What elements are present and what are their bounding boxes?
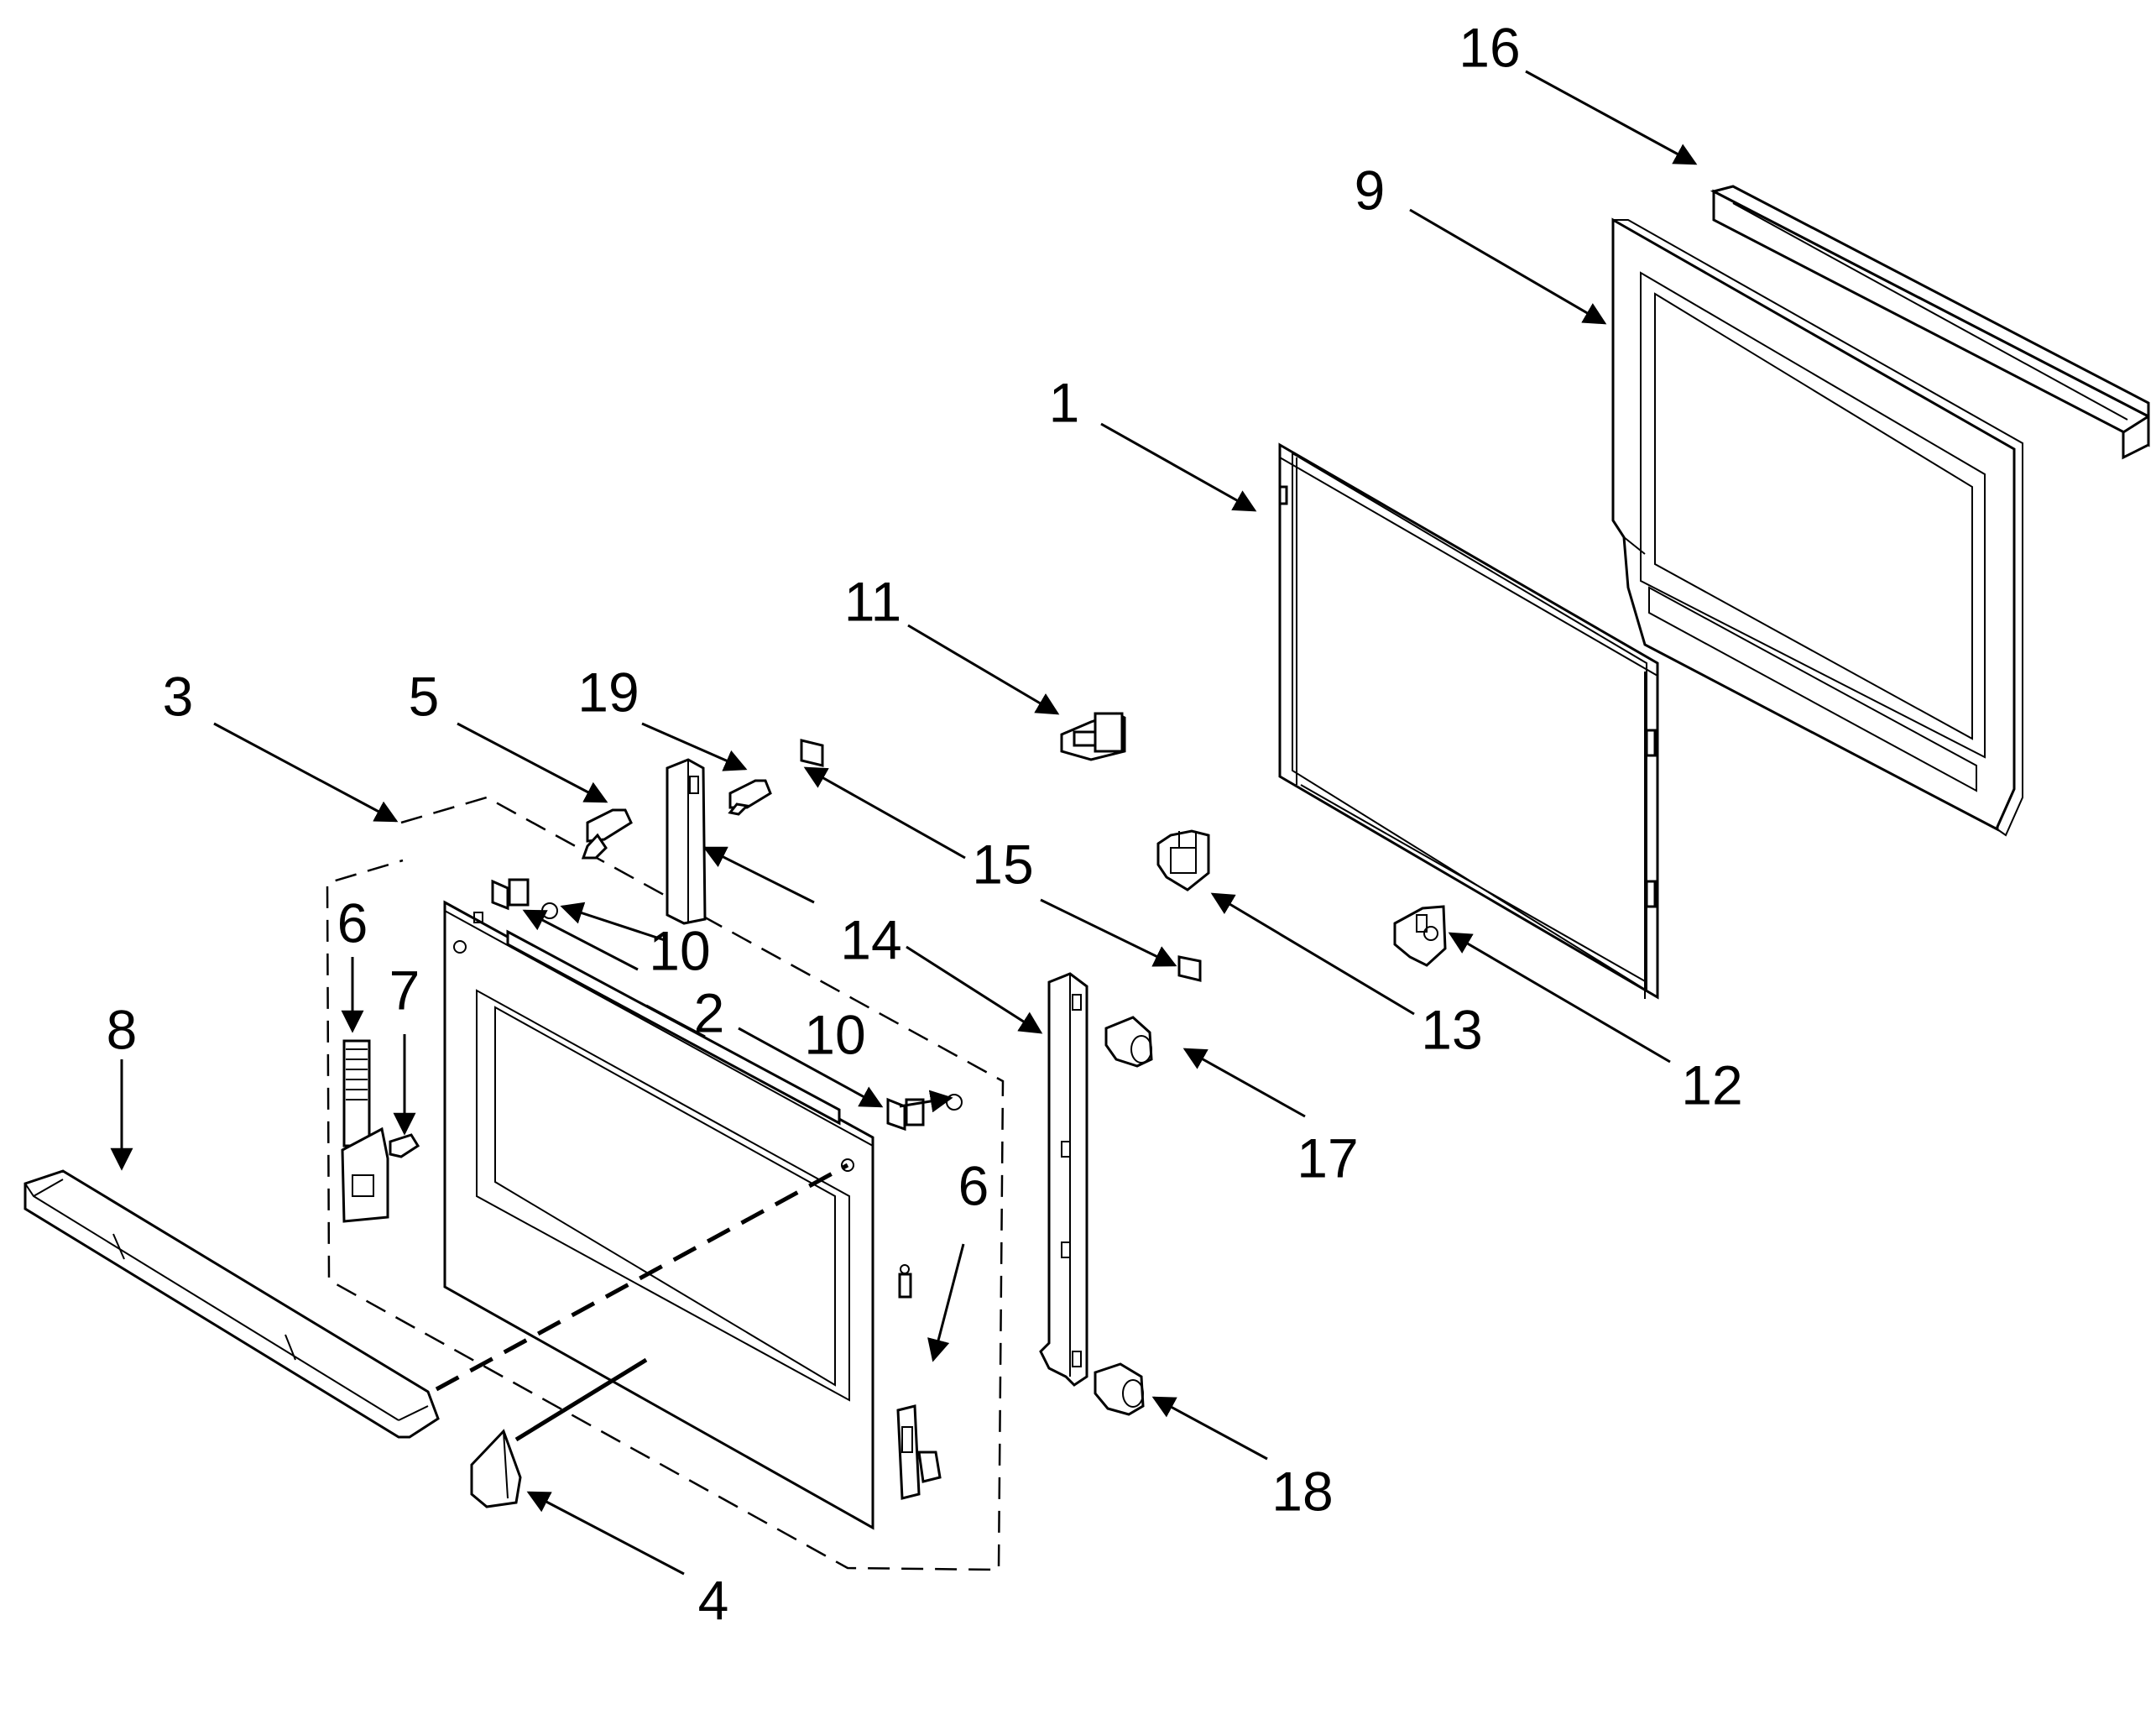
part-2-outer-door xyxy=(443,900,874,1530)
part-13-bracket xyxy=(1156,829,1210,891)
part-6-hinge-right xyxy=(896,1404,942,1500)
callout-14: 14 xyxy=(840,908,901,970)
callout-6-left: 6 xyxy=(337,891,368,954)
part-4-clip xyxy=(470,1429,522,1508)
leader-arrows xyxy=(110,70,1698,1576)
part-19-screw xyxy=(728,779,772,816)
callout-6-right: 6 xyxy=(958,1154,989,1216)
callout-17: 17 xyxy=(1297,1126,1358,1189)
part-14-channel-right xyxy=(1039,972,1088,1387)
part-15-pads xyxy=(800,739,1202,982)
callout-2: 2 xyxy=(694,981,725,1043)
part-7-screw xyxy=(389,1133,420,1158)
part-16-top-trim xyxy=(1710,185,2150,460)
callout-4: 4 xyxy=(698,1569,729,1631)
part-9-inner-panel xyxy=(1611,217,2023,837)
callout-15: 15 xyxy=(972,833,1033,895)
part-17-screw xyxy=(1104,1016,1153,1068)
callout-10-left: 10 xyxy=(649,919,710,981)
part-11-bracket xyxy=(1060,712,1126,761)
callout-1: 1 xyxy=(1049,371,1080,433)
assembly-guides xyxy=(435,784,1647,1442)
callout-7: 7 xyxy=(389,959,420,1021)
part-18-screw xyxy=(1094,1362,1145,1416)
callout-labels: 16 9 1 11 3 5 19 15 14 10 2 10 13 12 6 7… xyxy=(107,16,1743,1631)
callout-8: 8 xyxy=(107,998,138,1060)
part-5-screw xyxy=(581,808,633,860)
callout-5: 5 xyxy=(409,665,440,727)
callout-10-right: 10 xyxy=(804,1003,865,1065)
part-3-outer-door-outline xyxy=(326,796,1005,1571)
part-14-channel-left xyxy=(666,758,707,925)
callout-18: 18 xyxy=(1271,1460,1333,1522)
callout-9: 9 xyxy=(1355,159,1386,221)
callout-3: 3 xyxy=(163,665,194,727)
part-1-glass xyxy=(1278,442,1659,1000)
callout-16: 16 xyxy=(1459,16,1520,78)
part-6-hinge-left xyxy=(341,1039,389,1223)
callout-19: 19 xyxy=(577,661,639,723)
part-8-handle xyxy=(23,1169,440,1439)
callout-12: 12 xyxy=(1681,1053,1742,1116)
callout-13: 13 xyxy=(1421,998,1482,1060)
part-12-bracket xyxy=(1393,905,1447,967)
hinge-pin xyxy=(898,1264,912,1299)
callout-11: 11 xyxy=(844,570,902,632)
